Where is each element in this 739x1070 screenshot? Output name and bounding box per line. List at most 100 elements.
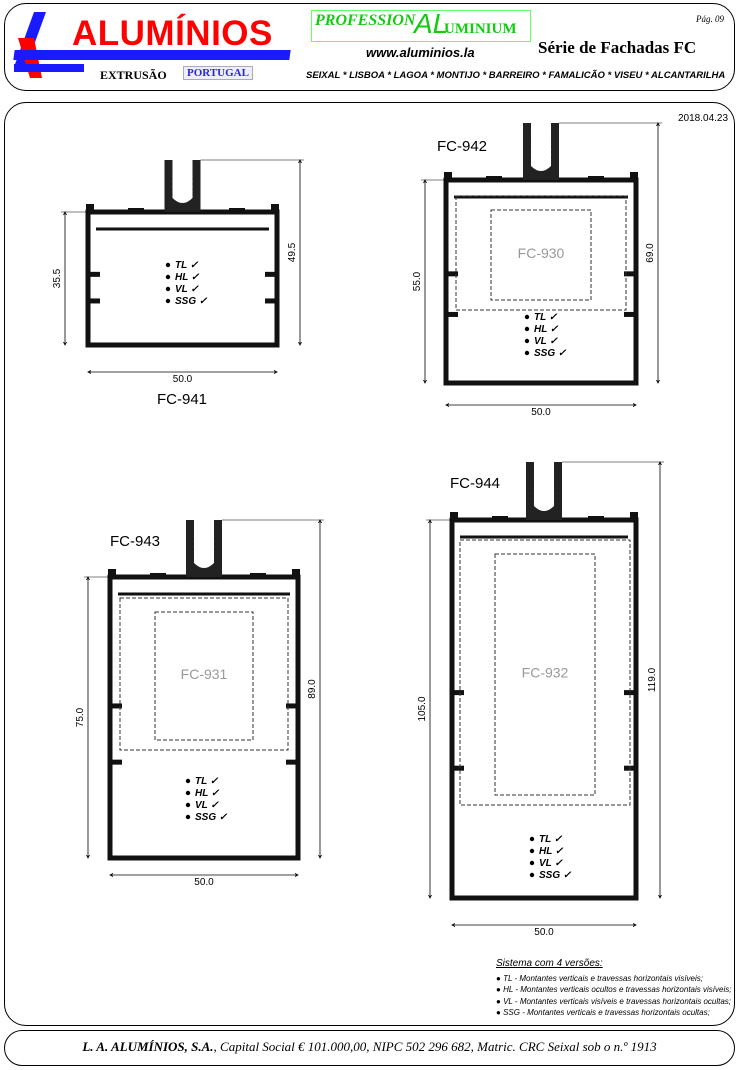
bullet-icon [529, 860, 535, 866]
inner-profile-label: FC-930 [518, 245, 565, 261]
bullet-icon [524, 338, 530, 344]
version-label: HL ✓ [534, 324, 559, 335]
profile-lip [630, 512, 638, 522]
fin-serration [193, 530, 199, 534]
profile-slot [624, 690, 634, 696]
inner-profile-outline [459, 539, 631, 806]
fin-serration [193, 545, 199, 549]
profile-slot [112, 759, 122, 765]
fin-serration [193, 535, 199, 539]
bullet-icon [524, 326, 530, 332]
width-label: 50.0 [531, 407, 551, 418]
cities-list: SEIXAL * LISBOA * LAGOA * MONTIJO * BARR… [306, 70, 726, 81]
total-height-label: 89.0 [307, 679, 318, 699]
profile-tee-stem [256, 573, 260, 579]
profile-tee-stem [492, 176, 496, 182]
profile-slot [265, 271, 275, 277]
profession-text: PROFESSION [315, 12, 416, 29]
legend-item: ● TL - Montantes verticais e travessas h… [496, 973, 703, 983]
version-label: VL ✓ [175, 284, 199, 295]
fin-serration [549, 482, 555, 486]
fin-serration [533, 487, 539, 491]
profile-fin [186, 520, 222, 577]
fin-serration [533, 482, 539, 486]
header-frame [4, 3, 735, 91]
fin-serration [546, 153, 552, 157]
profile-slot [286, 703, 296, 709]
profile-slot [90, 271, 100, 277]
legend-item: ● SSG - Montantes verticais e travessas … [496, 1008, 710, 1017]
profile-slot [454, 765, 464, 771]
version-label: VL ✓ [195, 800, 219, 811]
version-label: HL ✓ [195, 788, 220, 799]
fin-serration [188, 175, 193, 179]
inner-height-label: 35.5 [52, 268, 63, 288]
profile-fin [526, 462, 562, 520]
fin-serration [530, 148, 536, 152]
fin-serration [172, 180, 177, 184]
version-label: SSG ✓ [175, 296, 208, 307]
total-height-label: 119.0 [647, 667, 658, 692]
profile-lip [450, 512, 458, 522]
profile-slot [624, 271, 634, 277]
legend-text: TL - Montantes verticais e travessas hor… [503, 973, 703, 983]
version-label: TL ✓ [195, 776, 219, 787]
profile-slot [112, 703, 122, 709]
fin-serration [546, 163, 552, 167]
legend-text: SSG - Montantes verticais e travessas ho… [503, 1008, 710, 1017]
fin-serration [530, 163, 536, 167]
fin-serration [530, 153, 536, 157]
bullet-icon [524, 314, 530, 320]
profile-name: FC-942 [437, 138, 487, 155]
legend-title: Sistema com 4 versões: [496, 958, 603, 969]
profile-tee-stem [235, 208, 239, 214]
profile-slot [265, 298, 275, 304]
fin-serration [549, 472, 555, 476]
profile-fin [523, 123, 559, 180]
bullet-icon [185, 778, 191, 784]
fin-serration [172, 195, 177, 199]
fin-serration [209, 550, 215, 554]
company-name: L. A. ALUMÍNIOS, S.A. [82, 1039, 214, 1054]
bullet-icon [529, 848, 535, 854]
fin-serration [188, 170, 193, 174]
profile-slot [624, 311, 634, 317]
fin-serration [188, 165, 193, 169]
inner-profile-core [490, 209, 592, 301]
fin-serration [209, 530, 215, 534]
profile-name: FC-943 [110, 533, 160, 550]
legend-text: HL - Montantes verticais ocultos e trave… [503, 985, 732, 994]
fin-serration [193, 525, 199, 529]
fin-serration [193, 540, 199, 544]
footer-text: L. A. ALUMÍNIOS, S.A., Capital Social € … [0, 1039, 739, 1055]
page-number: Pág. 09 [696, 14, 724, 24]
profile-tee-stem [594, 176, 598, 182]
fin-serration [530, 133, 536, 137]
fin-serration [209, 560, 215, 564]
bullet-icon [165, 286, 171, 292]
profile-lip [271, 204, 279, 214]
fin-serration [193, 555, 199, 559]
drawing-frame [4, 102, 735, 1026]
fin-serration [546, 148, 552, 152]
profile-slot [448, 311, 458, 317]
version-label: SSG ✓ [539, 870, 572, 881]
fin-serration [209, 555, 215, 559]
fin-serration [533, 472, 539, 476]
fin-serration [533, 477, 539, 481]
website-link[interactable]: www.aluminios.la [366, 45, 475, 60]
fin-serration [188, 180, 193, 184]
fin-serration [209, 525, 215, 529]
inner-height-label: 105.0 [417, 696, 428, 721]
version-label: TL ✓ [539, 834, 563, 845]
fin-serration [533, 497, 539, 501]
fin-serration [530, 158, 536, 162]
bullet-icon [185, 790, 191, 796]
fin-serration [209, 545, 215, 549]
bullet-icon [165, 262, 171, 268]
fin-serration [549, 502, 555, 506]
fin-serration [193, 550, 199, 554]
